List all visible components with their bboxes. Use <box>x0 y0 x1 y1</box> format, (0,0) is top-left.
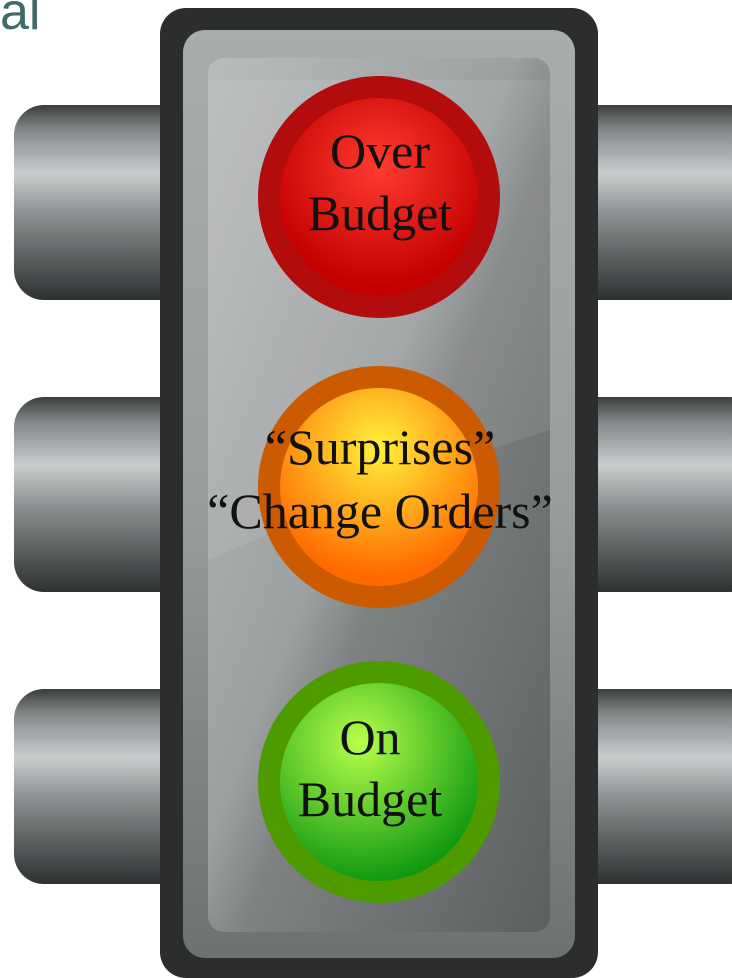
right-visors <box>560 105 732 884</box>
light-yellow-lens <box>280 388 478 586</box>
label-on-budget-line-2: Budget <box>297 771 443 827</box>
label-over-budget: Over Budget <box>270 120 490 244</box>
light-green-lens <box>280 683 478 881</box>
label-over-budget-line-1: Over <box>330 123 430 179</box>
light-yellow <box>258 366 500 608</box>
label-surprises-change-orders: “Surprises” “Change Orders” <box>120 415 640 543</box>
heading-fragment: al <box>0 0 41 41</box>
label-on-budget-line-1: On <box>339 709 401 765</box>
visor-right-middle <box>560 397 732 592</box>
light-red-lens <box>280 98 478 296</box>
light-green <box>258 661 500 903</box>
label-over-budget-line-2: Budget <box>307 185 453 241</box>
label-change-orders: “Change Orders” <box>207 483 553 539</box>
light-red <box>258 76 500 318</box>
label-surprises: “Surprises” <box>264 419 496 475</box>
visor-right-top <box>560 105 732 300</box>
visor-right-bottom <box>560 689 732 884</box>
label-on-budget: On Budget <box>270 706 470 830</box>
